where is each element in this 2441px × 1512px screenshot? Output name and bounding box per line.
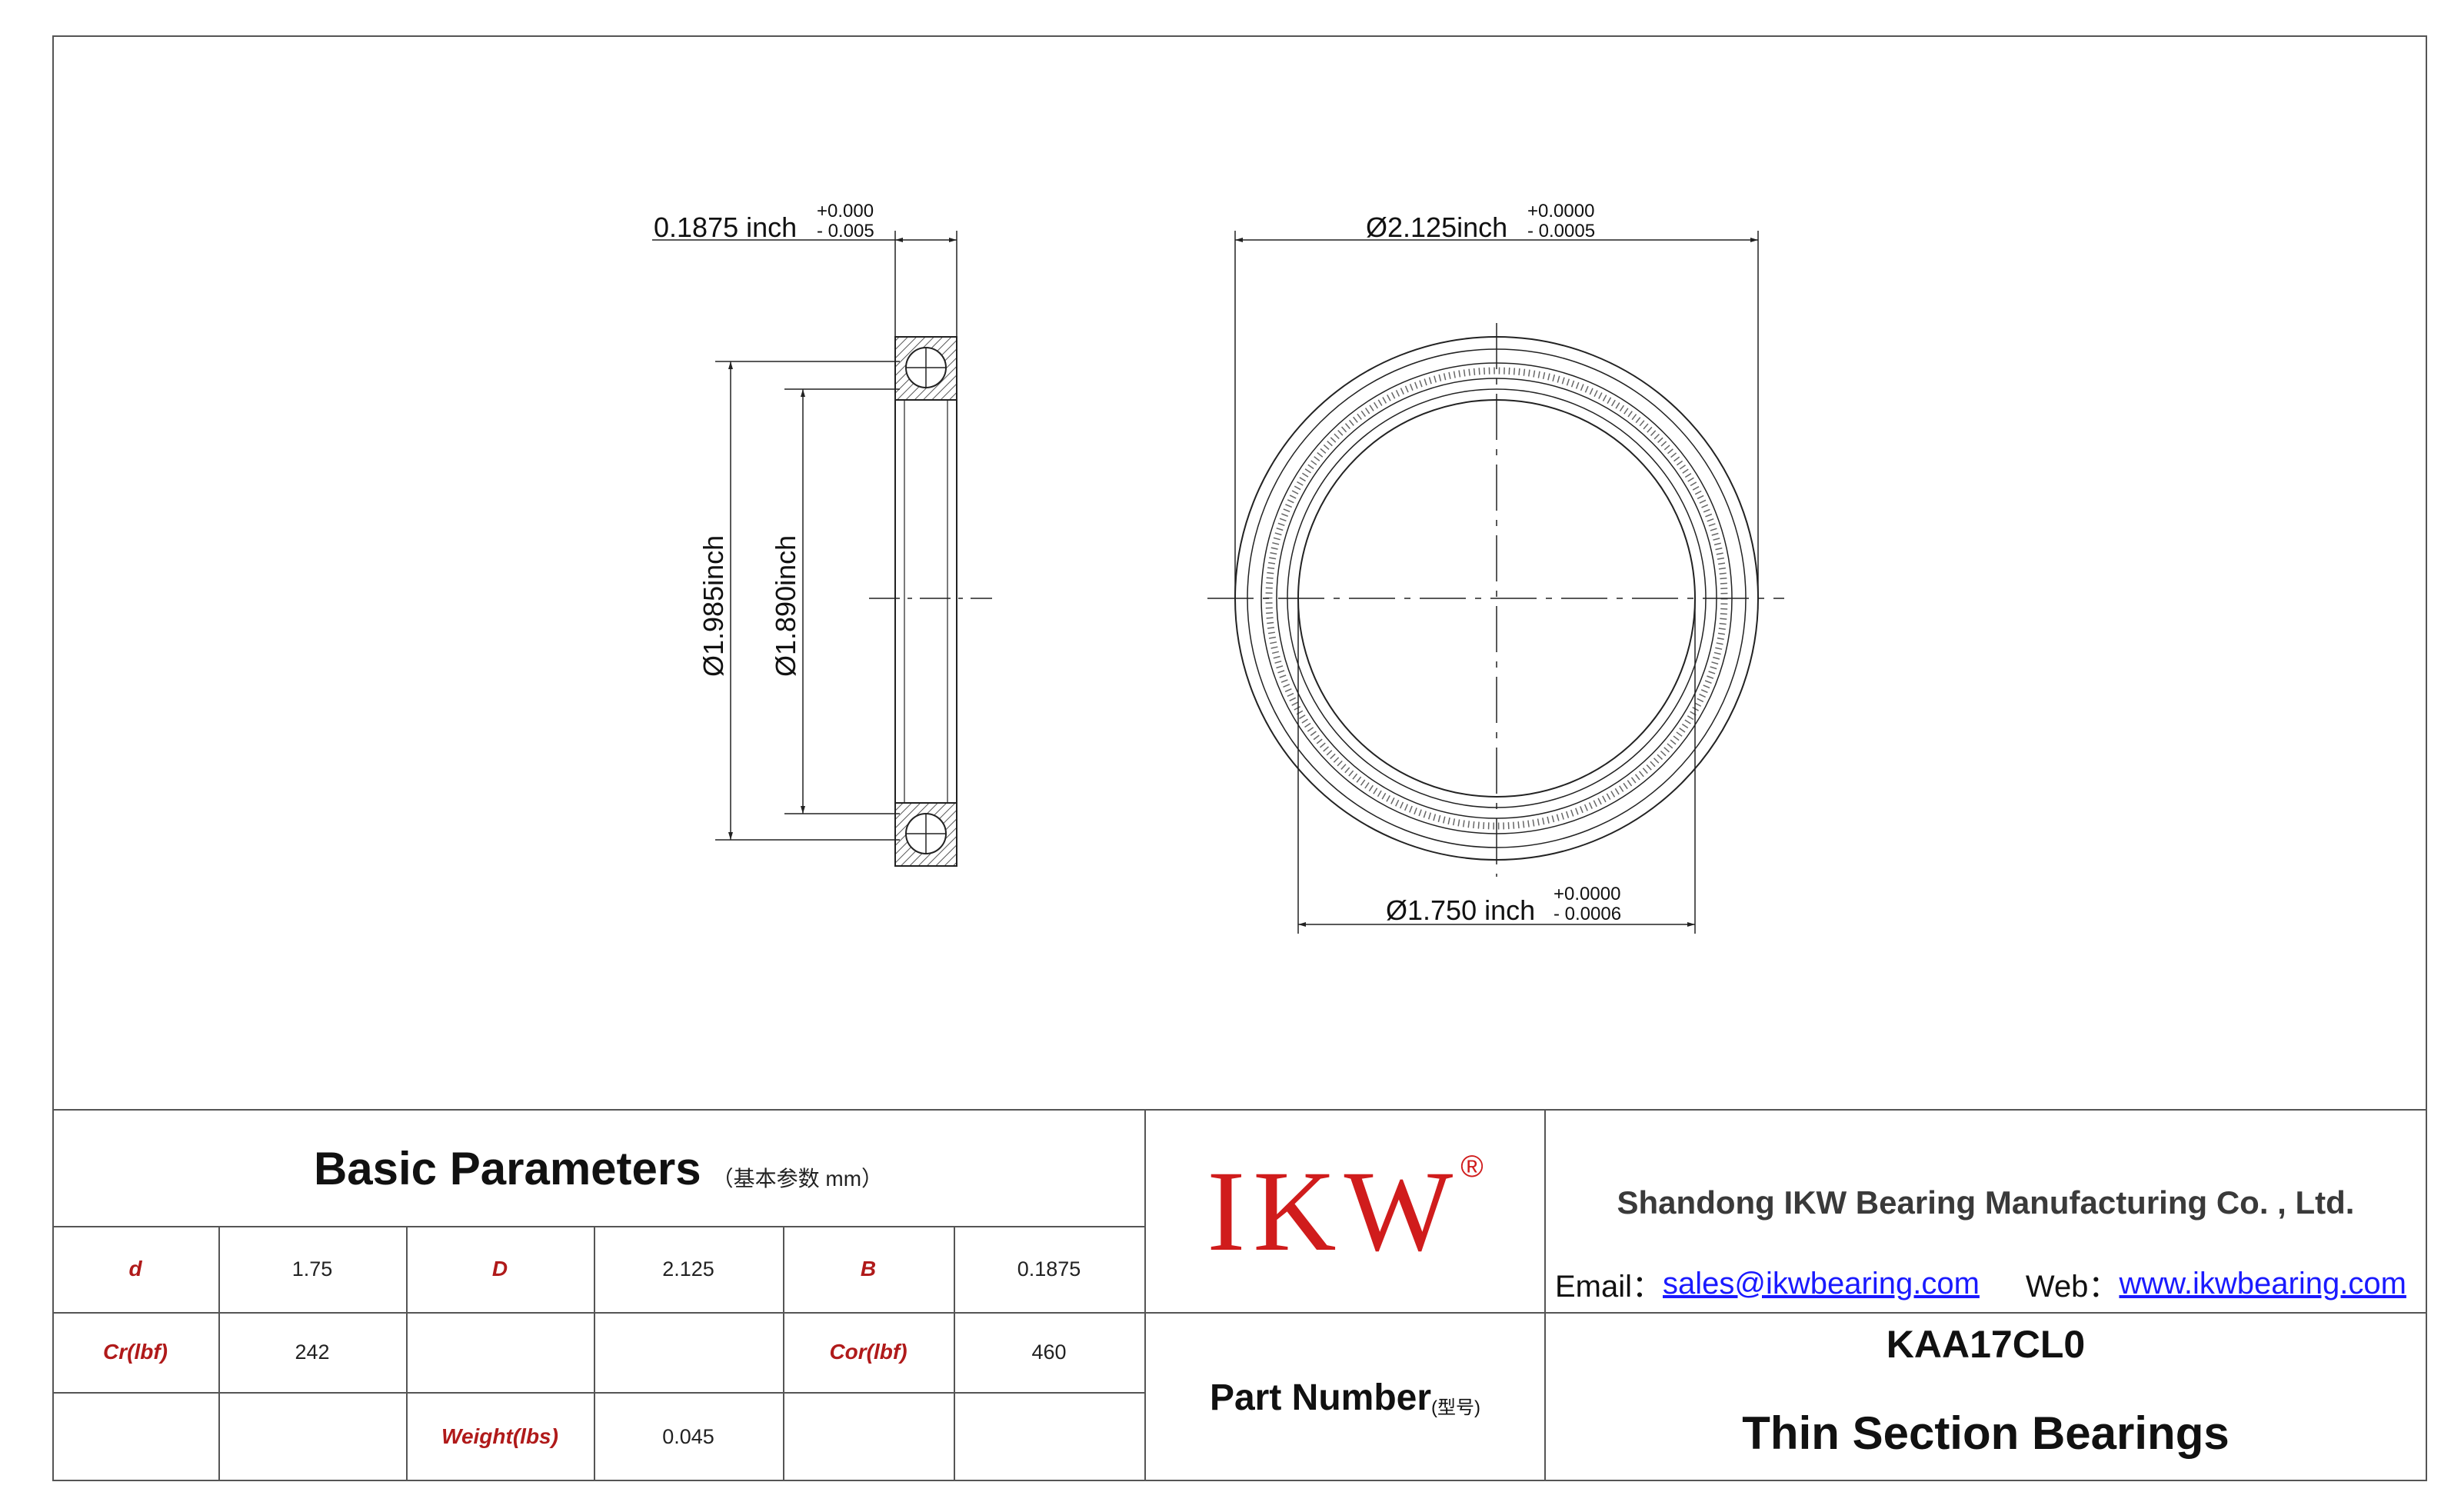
bore-dia-label: Ø1.750 inch xyxy=(1386,894,1535,926)
part-number-label: Part Number xyxy=(1209,1377,1432,1418)
drawing-sheet xyxy=(52,35,2427,1481)
param-empty-label xyxy=(783,1392,954,1481)
part-number-value: KAA17CL0 xyxy=(1886,1323,2086,1366)
param-weight-value: 0.045 xyxy=(662,1424,714,1448)
width-dim-label: 0.1875 inch xyxy=(654,211,797,243)
registered-mark: ® xyxy=(1460,1149,1484,1184)
inner-race-dia-label: Ø1.890inch xyxy=(770,535,801,677)
width-tol-lower: - 0.005 xyxy=(817,221,874,241)
part-number-sub: (型号) xyxy=(1431,1397,1481,1418)
side-section-view xyxy=(652,231,992,867)
param-cr-value: 242 xyxy=(295,1340,330,1364)
ikw-logo: IKW ® xyxy=(1146,1111,1544,1312)
param-d-value: 1.75 xyxy=(291,1257,333,1281)
param-cr-label: Cr(lbf) xyxy=(103,1340,168,1364)
email-link[interactable]: sales@ikwbearing.com xyxy=(1663,1266,1980,1301)
param-empty-value xyxy=(218,1392,406,1481)
param-empty-label xyxy=(52,1392,218,1481)
title-block: Basic Parameters （基本参数 mm） d 1.75 D 2.12… xyxy=(52,1109,2427,1481)
contact-line: Email： sales@ikwbearing.com Web： www.ikw… xyxy=(1546,1257,2426,1311)
param-cor-value: 460 xyxy=(1031,1340,1067,1364)
param-weight-label: Weight(lbs) xyxy=(441,1424,558,1448)
param-B-label: B xyxy=(860,1257,877,1281)
outer-dia-tol-upper: +0.0000 xyxy=(1527,201,1594,221)
web-link[interactable]: www.ikwbearing.com xyxy=(2119,1266,2406,1301)
technical-drawing: 0.1875 inch +0.000 - 0.005 Ø1.985inch Ø1… xyxy=(652,201,1784,934)
outer-dia-label: Ø2.125inch xyxy=(1366,211,1507,243)
bore-dia-tol-upper: +0.0000 xyxy=(1554,884,1620,904)
company-name: Shandong IKW Bearing Manufacturing Co. ,… xyxy=(1617,1184,2355,1221)
basic-parameters-title: Basic Parameters xyxy=(313,1142,701,1194)
front-view xyxy=(1207,231,1784,934)
param-D-value: 2.125 xyxy=(662,1257,714,1281)
param-cor-label: Cor(lbf) xyxy=(829,1340,907,1364)
logo-text: IKW xyxy=(1207,1147,1461,1275)
param-empty-label xyxy=(406,1312,594,1392)
email-label: Email： xyxy=(1555,1270,1663,1304)
bore-dia-tol-lower: - 0.0006 xyxy=(1554,904,1621,924)
part-number-label-cell: Part Number (型号) xyxy=(1146,1314,1544,1481)
param-B-value: 0.1875 xyxy=(1017,1257,1081,1281)
param-D-label: D xyxy=(491,1257,508,1281)
basic-parameters-subtitle: （基本参数 mm） xyxy=(711,1167,884,1191)
param-empty-value xyxy=(594,1312,783,1392)
web-label: Web： xyxy=(2025,1270,2120,1304)
product-name: Thin Section Bearings xyxy=(1742,1407,2230,1459)
width-tol-upper: +0.000 xyxy=(817,201,874,221)
outer-race-dia-label: Ø1.985inch xyxy=(698,535,729,677)
param-d-label: d xyxy=(128,1257,142,1281)
param-empty-value xyxy=(954,1392,1144,1481)
basic-parameters-header: Basic Parameters （基本参数 mm） xyxy=(52,1111,1144,1226)
outer-dia-tol-lower: - 0.0005 xyxy=(1527,221,1595,241)
